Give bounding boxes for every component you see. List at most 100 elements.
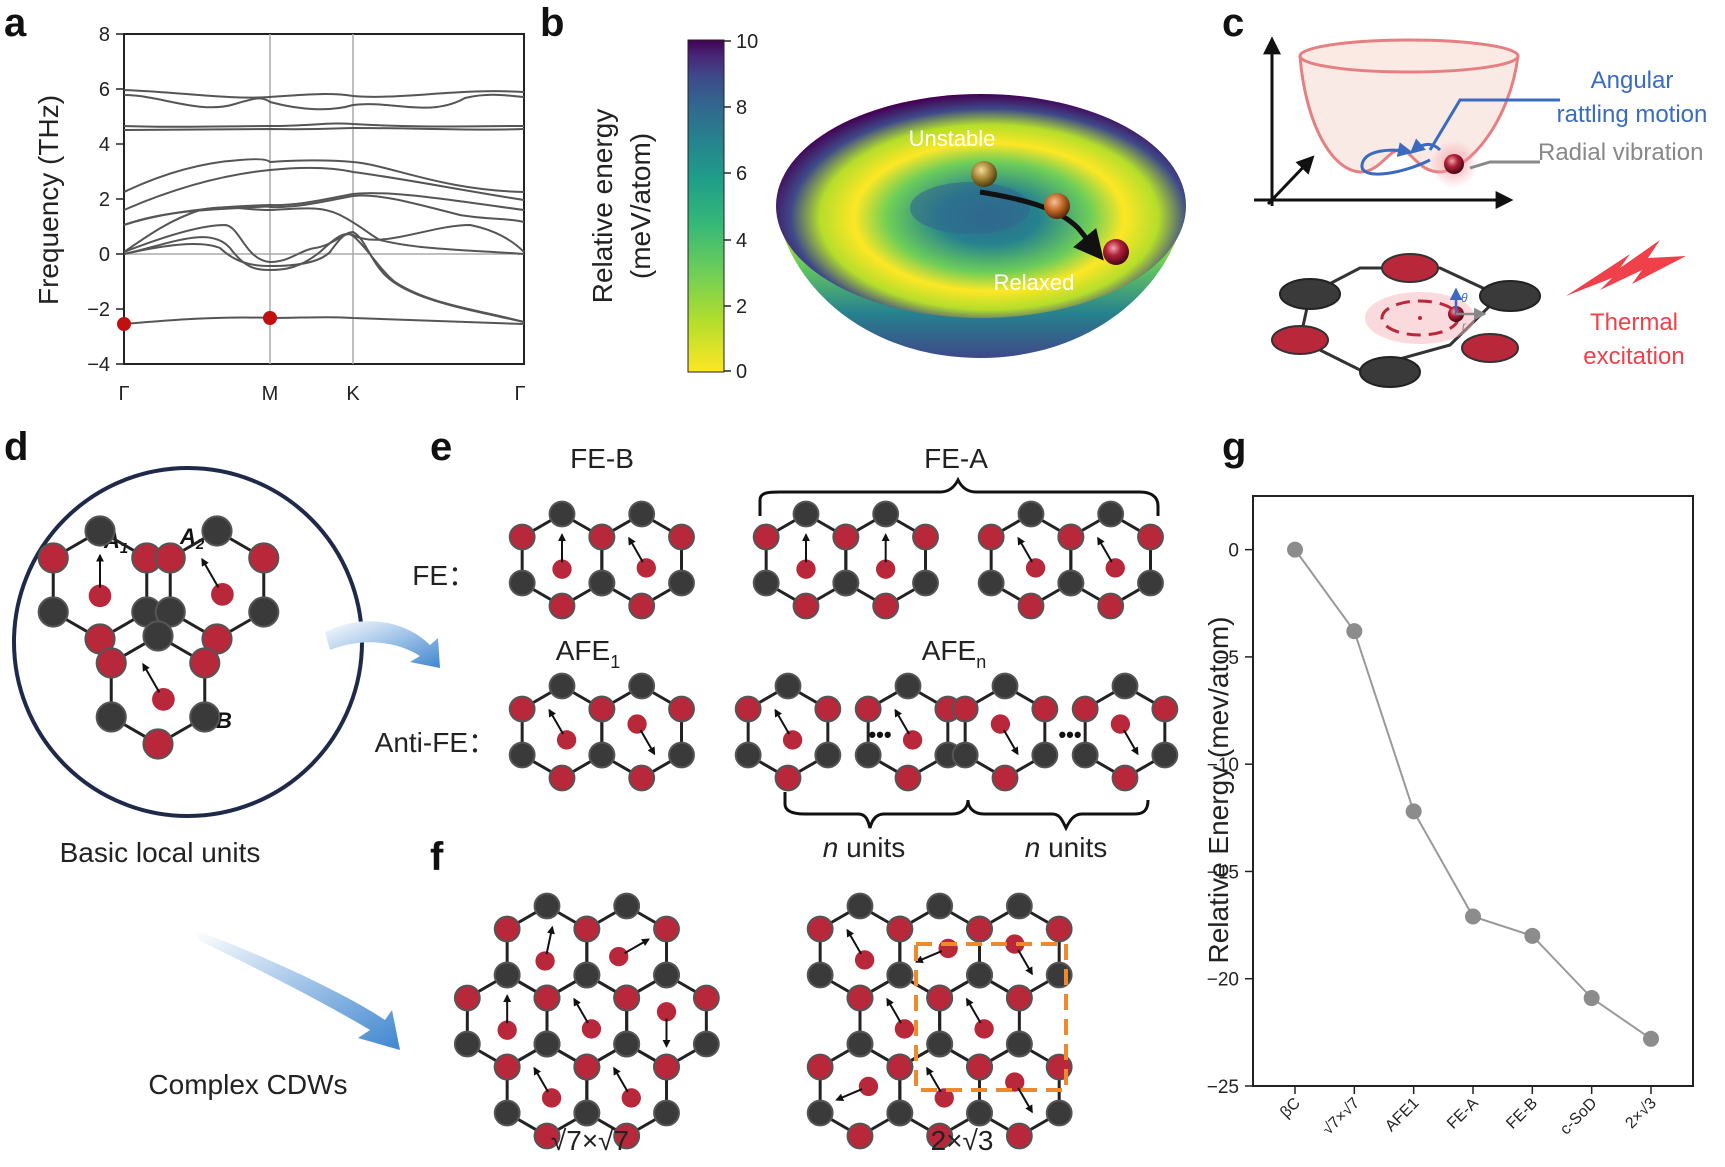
dark-atom — [573, 1099, 601, 1127]
red-atom — [189, 647, 221, 679]
center-atom — [552, 559, 572, 579]
red-atom — [248, 542, 280, 574]
center-atom — [656, 1002, 677, 1022]
caption-complex-cdws: Complex CDWs — [148, 1069, 347, 1100]
displacement-arrow — [613, 1066, 629, 1093]
displacement-arrow — [846, 928, 863, 955]
y-axis-label: Frequency (THz) — [33, 95, 64, 305]
fe-a-unit-up-1 — [832, 500, 939, 620]
red-atom — [734, 695, 762, 723]
dark-atom — [533, 1030, 561, 1058]
label-thermal-line1: Thermal — [1590, 309, 1678, 336]
dark-atom — [573, 961, 601, 989]
dark-atom — [453, 1030, 481, 1058]
ytick-6: 6 — [99, 79, 110, 101]
xtick-m: M — [262, 383, 279, 405]
center-atom — [796, 559, 816, 579]
atom-relaxed — [1103, 239, 1129, 265]
dark-atom — [1005, 892, 1033, 920]
label-thermal-line2: excitation — [1583, 343, 1684, 370]
unit-a2-hex — [154, 515, 280, 655]
fe-a-brace — [758, 476, 1160, 516]
red-atom — [1151, 695, 1179, 723]
dark-atom — [774, 672, 802, 700]
dark-atom — [588, 569, 616, 597]
red-atom — [846, 984, 874, 1012]
lattice-layer — [37, 500, 1179, 1150]
displacement-arrow — [545, 925, 555, 955]
atom-unstable — [971, 161, 997, 187]
dark-atom — [966, 961, 993, 989]
dark-atom — [854, 741, 882, 769]
colorbar-label-line2: (meV/atom) — [625, 133, 656, 279]
red-atom — [846, 1122, 874, 1150]
center-atom — [990, 714, 1011, 734]
red-atom — [1045, 915, 1073, 943]
displacement-arrow — [894, 708, 911, 735]
red-atom — [548, 592, 576, 620]
r-symbol: r — [1462, 319, 1467, 333]
relaxation-path-arrow — [979, 189, 1104, 261]
basic-local-units: A1 A2 B Basic local units Complex CDWs — [12, 466, 440, 1100]
dark-atom — [872, 500, 900, 528]
panel-label-g: g — [1222, 425, 1246, 469]
dark-atom — [142, 620, 174, 652]
red-atom — [508, 695, 536, 723]
sqrt7-unit-2-1 — [573, 1030, 680, 1150]
data-point — [1405, 803, 1422, 820]
dark-atom — [653, 961, 680, 989]
displacement-arrow — [624, 938, 650, 955]
displacement-arrow — [142, 662, 161, 693]
red-atom — [613, 984, 641, 1012]
dark-atom — [653, 1099, 680, 1127]
displacement-arrow — [1017, 1087, 1033, 1114]
red-atom — [37, 542, 69, 574]
colorbar-tick-0: 0 — [736, 361, 747, 383]
red-atom — [1005, 984, 1033, 1012]
red-atom — [668, 695, 695, 723]
y-tick-label: −20 — [1207, 970, 1239, 991]
label-afen: AFEn — [922, 635, 986, 672]
center-atom — [782, 730, 803, 750]
rattling-schematic: Angular rattling motion Radial vibration… — [1254, 36, 1707, 388]
red-atom — [588, 695, 616, 723]
center-atom — [497, 1020, 517, 1040]
center-atom — [938, 938, 958, 959]
red-atom — [453, 984, 481, 1012]
displacement-arrow — [926, 1066, 942, 1093]
center-atom — [1105, 558, 1125, 578]
dark-atom — [752, 569, 780, 597]
red-atom — [912, 523, 939, 551]
displacement-arrow — [533, 1066, 550, 1093]
hexagon-cage — [1271, 253, 1541, 388]
panel-label-a: a — [4, 1, 27, 45]
energy-series-points — [1287, 541, 1659, 1047]
panel-label-d: d — [4, 425, 28, 469]
label-sqrt7-supercell: √7×√7 — [551, 1125, 629, 1156]
displacement-arrow — [1122, 729, 1139, 756]
label-2x-sqrt3-supercell: 2×√3 — [931, 1125, 994, 1156]
ellipsis-2: ••• — [1058, 722, 1081, 747]
label-relaxed: Relaxed — [994, 270, 1075, 295]
red-atom — [806, 1053, 834, 1081]
dark-atom — [846, 892, 874, 920]
red-atom — [95, 647, 127, 679]
dark-atom — [588, 741, 616, 769]
x-tick-label: 2×√3 — [1622, 1095, 1659, 1132]
x-tick-label: √7×√7 — [1320, 1095, 1364, 1139]
bowl-center — [910, 182, 1030, 234]
dark-atom — [37, 596, 69, 628]
y-tick-label: −10 — [1207, 755, 1239, 776]
red-atom — [966, 1053, 993, 1081]
data-point — [1346, 623, 1363, 640]
displacement-arrow — [639, 729, 656, 756]
center-atom — [541, 1088, 562, 1108]
dark-atom — [977, 569, 1005, 597]
red-atom — [548, 764, 576, 792]
dark-atom — [508, 741, 536, 769]
label-n-units-2: n units — [1025, 832, 1108, 863]
red-atom — [628, 764, 656, 792]
red-atom — [653, 915, 680, 943]
dark-atom — [806, 961, 834, 989]
